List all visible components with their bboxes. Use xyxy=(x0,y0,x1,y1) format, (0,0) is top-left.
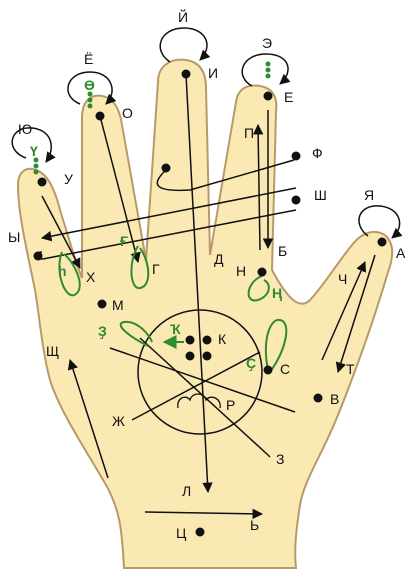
label-z: З xyxy=(276,451,284,467)
hand-outline xyxy=(16,58,394,569)
green-loop-g xyxy=(130,245,150,289)
label-o-barred: Ө xyxy=(84,77,95,93)
label-i: И xyxy=(208,65,218,81)
label-k-desc: Ҡ xyxy=(170,321,181,337)
label-u: У xyxy=(64,171,73,187)
cloud-symbol xyxy=(177,393,221,409)
green-loop-s xyxy=(264,318,288,373)
palm-circle xyxy=(137,309,263,435)
arrow-o-g xyxy=(99,115,141,264)
label-m: М xyxy=(112,297,124,313)
green-loop-z xyxy=(119,320,153,347)
label-b: Б xyxy=(278,243,287,259)
label-ch: Ч xyxy=(338,271,347,287)
label-zh: Ж xyxy=(112,413,125,429)
label-v: В xyxy=(330,391,339,407)
label-t: Т xyxy=(346,361,355,377)
label-soft: Ь xyxy=(250,517,259,533)
label-p: П xyxy=(244,125,254,141)
label-sh: Ш xyxy=(314,187,327,203)
label-f: Ф xyxy=(312,145,323,161)
label-s: С xyxy=(280,361,290,377)
arrow-a-t xyxy=(335,254,376,374)
label-z-desc: Ҙ xyxy=(98,323,107,339)
arrow-ch-up xyxy=(321,261,367,361)
label-k: К xyxy=(218,331,227,347)
label-g: Г xyxy=(152,261,160,277)
label-e-rev: Э xyxy=(262,35,272,51)
label-d: Д xyxy=(214,251,224,267)
arrow-u-x xyxy=(41,195,81,269)
green-loop-n xyxy=(247,275,270,302)
black-dots xyxy=(33,69,387,537)
label-y-straight: Ү xyxy=(30,143,38,159)
loop-yo xyxy=(67,71,117,105)
label-x: Х xyxy=(86,269,96,285)
label-ts: Ц xyxy=(176,525,187,541)
label-h-cyr: h xyxy=(58,263,67,279)
label-shch: Щ xyxy=(46,343,59,359)
green-loop-x xyxy=(58,251,81,297)
arrow-shch xyxy=(67,359,109,479)
arrow-i-l xyxy=(185,73,213,494)
label-l: Л xyxy=(182,483,191,499)
label-yery: Ы xyxy=(8,229,20,245)
line-sh xyxy=(40,187,297,242)
green-dots-yu xyxy=(33,157,39,175)
line-zh xyxy=(131,351,261,421)
label-a: А xyxy=(396,245,406,261)
green-dots-yo xyxy=(87,91,93,109)
loop-y-short xyxy=(159,27,211,63)
label-n: Н xyxy=(236,263,246,279)
label-s-desc: Ҫ xyxy=(246,355,256,371)
arrow-p-up xyxy=(252,123,264,251)
label-y-short: Й xyxy=(178,8,188,25)
loop-yu xyxy=(11,127,56,163)
label-r: Р xyxy=(226,397,235,413)
label-ya: Я xyxy=(364,187,374,203)
label-n-hook: Ң xyxy=(272,285,282,301)
label-yu: Ю xyxy=(18,121,32,137)
arrow-z xyxy=(267,454,271,458)
label-e: Е xyxy=(284,89,293,105)
loop-ya xyxy=(358,205,403,239)
arrow-soft xyxy=(144,508,264,520)
line-f xyxy=(156,159,295,192)
label-yo: Ё xyxy=(84,51,93,67)
green-dots-e-rev xyxy=(265,61,271,79)
loop-e-rev xyxy=(241,53,291,87)
label-o: О xyxy=(122,105,133,121)
label-g-stroke: Ғ xyxy=(120,233,128,249)
